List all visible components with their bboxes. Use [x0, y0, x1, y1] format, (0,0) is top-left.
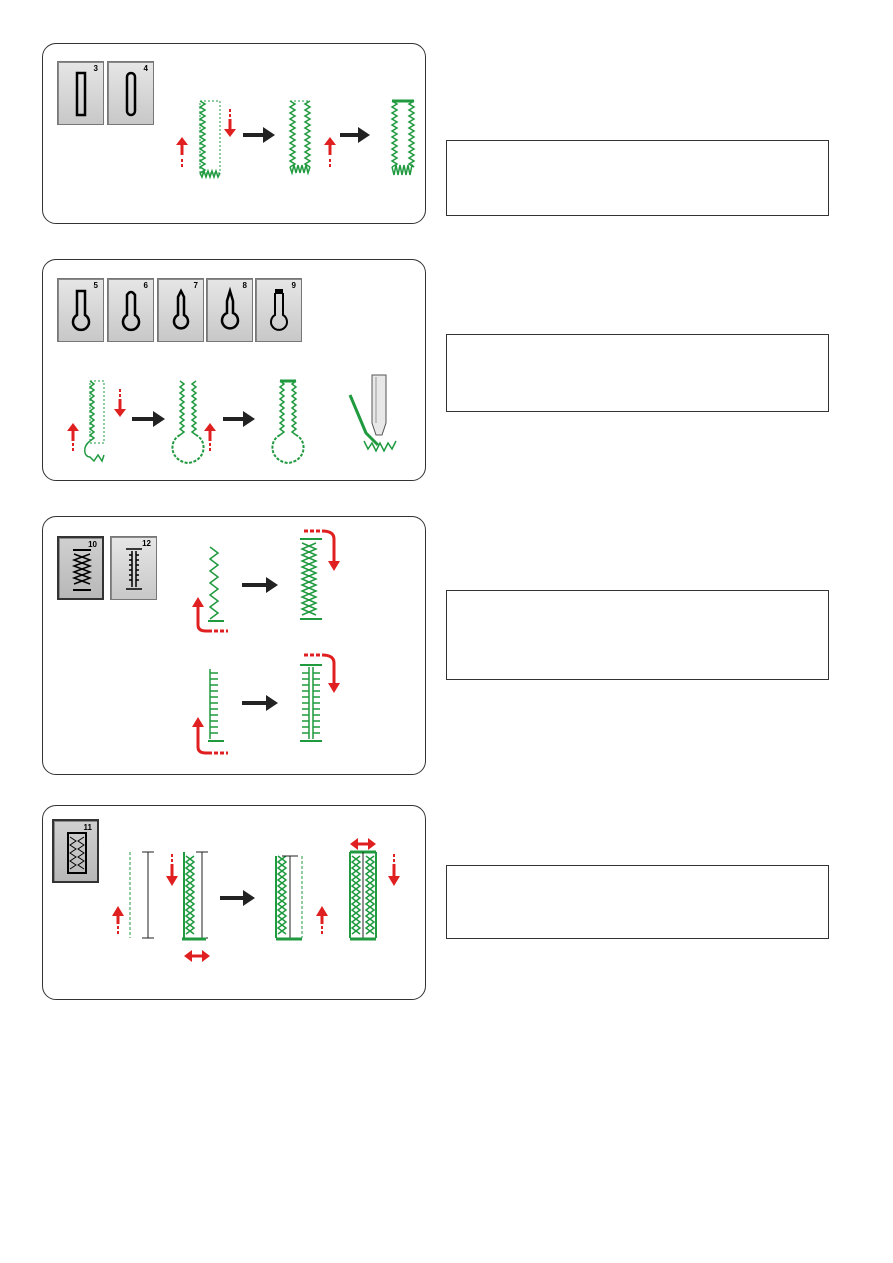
pattern-number: 8 [242, 281, 247, 290]
pattern-number: 4 [143, 64, 148, 73]
stretch-buttonhole-sequence [192, 529, 340, 755]
button-pattern-6[interactable]: 6 [107, 278, 154, 342]
keyhole-buttonhole-icon [71, 289, 91, 332]
keyhole-buttonhole-icon [270, 289, 288, 331]
button-pattern-12[interactable]: 12 [110, 536, 157, 600]
pattern-number: 6 [143, 281, 148, 290]
panel-bound-buttonhole [42, 805, 426, 1000]
button-pattern-9[interactable]: 9 [255, 278, 302, 342]
presser-foot-icon [348, 374, 397, 453]
bartack-buttonhole-icon [71, 549, 93, 591]
panel-stretch-buttonholes [42, 516, 426, 775]
pattern-number: 7 [193, 281, 198, 290]
button-pattern-4[interactable]: 4 [107, 61, 154, 125]
note-box-1 [446, 140, 829, 216]
button-pattern-10[interactable]: 10 [57, 536, 104, 600]
pattern-number: 12 [142, 539, 151, 548]
square-buttonhole-sequence [176, 99, 416, 180]
round-buttonhole-icon [125, 71, 137, 117]
keyhole-buttonhole-icon [172, 288, 190, 330]
square-buttonhole-icon [75, 71, 87, 117]
button-pattern-5[interactable]: 5 [57, 278, 104, 342]
note-box-4 [446, 865, 829, 939]
pattern-number: 10 [88, 540, 97, 549]
button-pattern-3[interactable]: 3 [57, 61, 104, 125]
pattern-number: 5 [93, 281, 98, 290]
note-box-3 [446, 590, 829, 680]
keyhole-buttonhole-sequence [67, 374, 397, 465]
button-pattern-8[interactable]: 8 [206, 278, 253, 342]
bartack-buttonhole-icon [126, 548, 142, 590]
pattern-number: 11 [83, 823, 92, 832]
keyhole-buttonhole-icon [220, 286, 240, 330]
bound-buttonhole-icon [67, 832, 87, 874]
note-box-2 [446, 334, 829, 412]
keyhole-buttonhole-icon [121, 290, 141, 332]
pattern-number: 3 [93, 64, 98, 73]
pattern-number: 9 [291, 281, 296, 290]
button-pattern-7[interactable]: 7 [157, 278, 204, 342]
bound-buttonhole-sequence [112, 838, 400, 962]
button-pattern-11[interactable]: 11 [52, 819, 99, 883]
